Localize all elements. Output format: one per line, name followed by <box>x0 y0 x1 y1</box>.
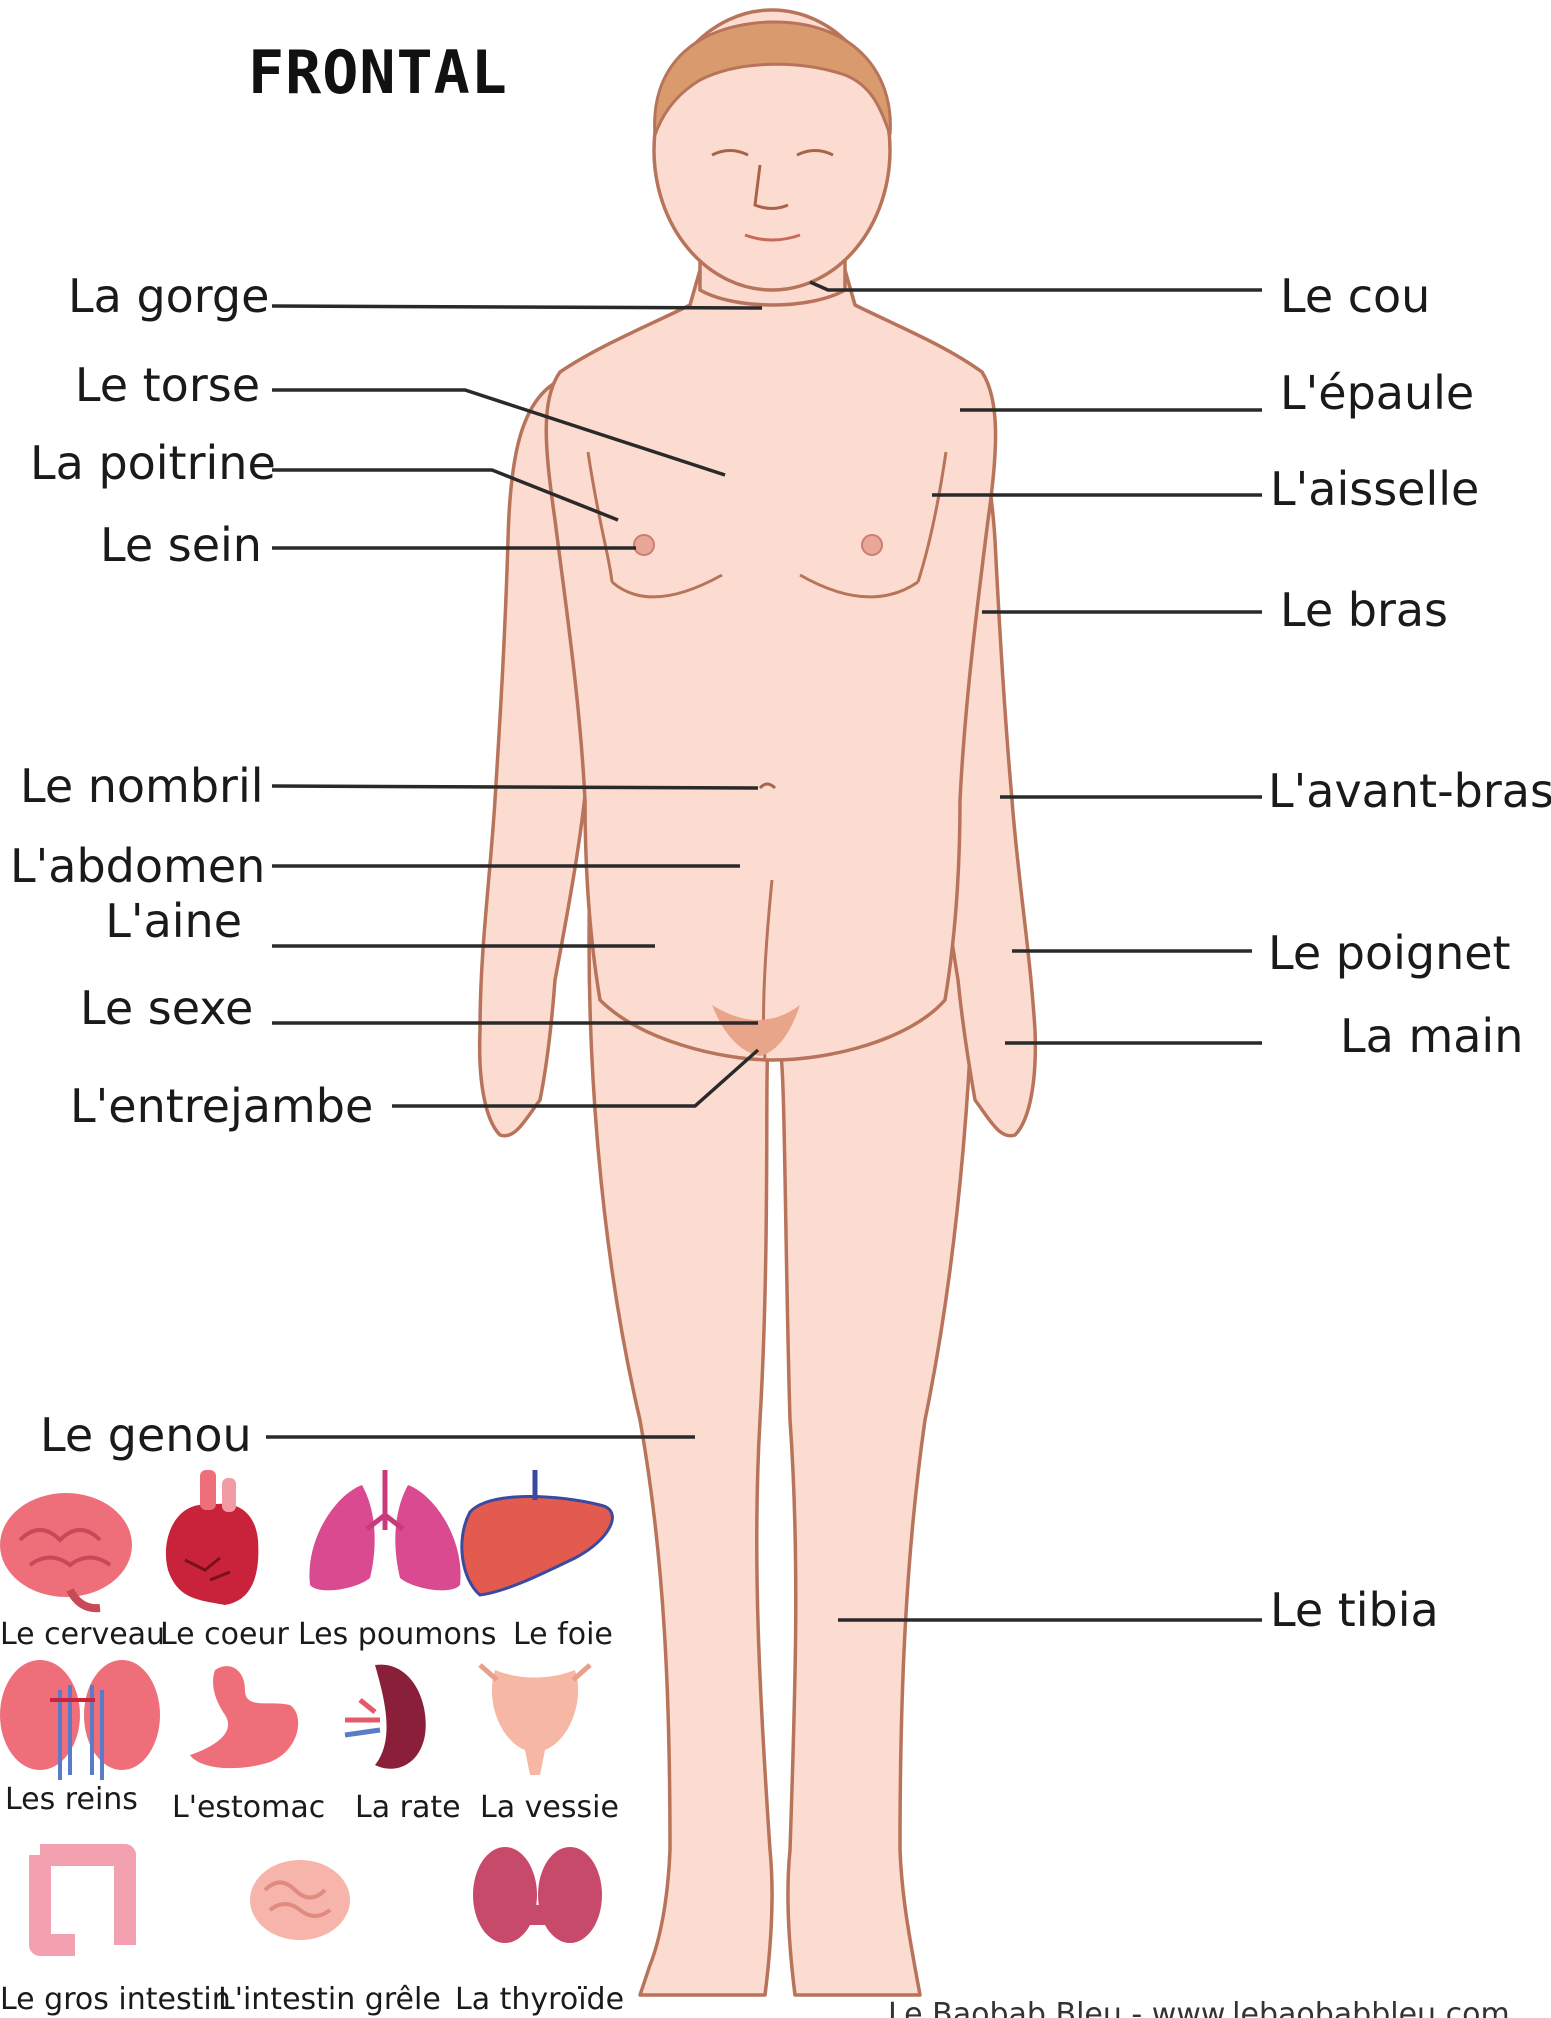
label-entrejambe: L'entrejambe <box>70 1083 362 1129</box>
page-title: FRONTAL <box>248 38 508 108</box>
organ-label-rate: La rate <box>355 1793 461 1823</box>
spleen-icon <box>345 1665 426 1769</box>
label-poignet: Le poignet <box>1268 930 1511 976</box>
organ-label-gros-intestin: Le gros intestin <box>0 1985 231 2015</box>
label-epaule: L'épaule <box>1280 370 1474 416</box>
label-torse: Le torse <box>68 362 260 408</box>
label-abdomen: L'abdomen <box>10 843 246 889</box>
thyroid-icon <box>473 1847 602 1943</box>
label-avant-bras: L'avant-bras <box>1268 768 1551 814</box>
label-poitrine: La poitrine <box>30 440 260 486</box>
leader-nombril <box>272 786 758 788</box>
label-gorge: La gorge <box>68 273 253 319</box>
organ-label-thyroide: La thyroïde <box>455 1985 624 2015</box>
leader-cou <box>810 282 1262 290</box>
brain-icon <box>0 1493 132 1608</box>
organ-label-intestin-grele: L'intestin grêle <box>218 1985 441 2015</box>
leader-gorge <box>272 306 762 308</box>
heart-icon <box>166 1470 258 1605</box>
organ-label-cerveau: Le cerveau <box>0 1620 165 1650</box>
label-cou: Le cou <box>1280 273 1430 319</box>
organ-label-foie: Le foie <box>513 1620 613 1650</box>
label-tibia: Le tibia <box>1270 1587 1439 1633</box>
label-nombril: Le nombril <box>20 763 252 809</box>
stomach-icon <box>190 1666 298 1768</box>
torso-shape <box>546 270 995 1060</box>
label-genou: Le genou <box>40 1412 247 1458</box>
label-sexe: Le sexe <box>80 985 252 1031</box>
organ-label-vessie: La vessie <box>480 1793 619 1823</box>
footer-credit: Le Baobab Bleu - www.lebaobabbleu.com <box>888 2000 1510 2018</box>
kidneys-icon <box>0 1660 160 1780</box>
label-sein: Le sein <box>100 522 258 568</box>
label-bras: Le bras <box>1280 587 1448 633</box>
bladder-icon <box>480 1665 590 1775</box>
label-aisselle: L'aisselle <box>1270 466 1479 512</box>
organ-label-reins: Les reins <box>5 1785 138 1815</box>
lungs-icon <box>309 1470 460 1590</box>
organ-label-poumons: Les poumons <box>298 1620 496 1650</box>
small-intestine-icon <box>250 1860 350 1940</box>
label-main: La main <box>1340 1013 1523 1059</box>
organ-label-estomac: L'estomac <box>172 1793 325 1823</box>
label-aine: L'aine <box>90 898 242 944</box>
liver-icon <box>462 1470 613 1595</box>
large-intestine-icon <box>40 1855 125 1945</box>
organ-label-coeur: Le coeur <box>160 1620 289 1650</box>
